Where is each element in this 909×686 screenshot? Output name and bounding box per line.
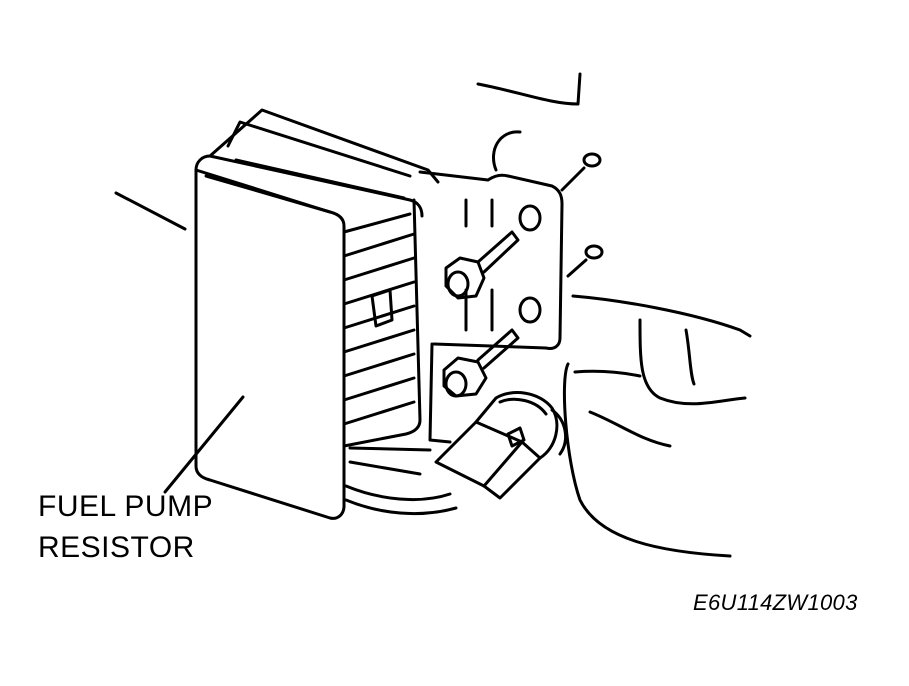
screw-lower <box>566 244 604 278</box>
cooling-fins <box>342 198 422 448</box>
bolt-upper <box>444 230 520 300</box>
wiring-harness <box>344 446 458 516</box>
bolt-lower <box>442 328 520 398</box>
leader-line-top <box>114 191 187 231</box>
component-label-line-1: FUEL PUMP <box>38 490 214 523</box>
resistor-housing <box>194 108 440 520</box>
vehicle-body-panel <box>476 72 752 558</box>
figure-code: E6U114ZW1003 <box>693 590 858 615</box>
leader-line-label <box>163 395 245 494</box>
mounting-bracket <box>418 170 564 444</box>
electrical-connector <box>434 391 568 500</box>
component-label-line-2: RESISTOR <box>38 531 195 564</box>
screw-upper <box>560 152 602 192</box>
